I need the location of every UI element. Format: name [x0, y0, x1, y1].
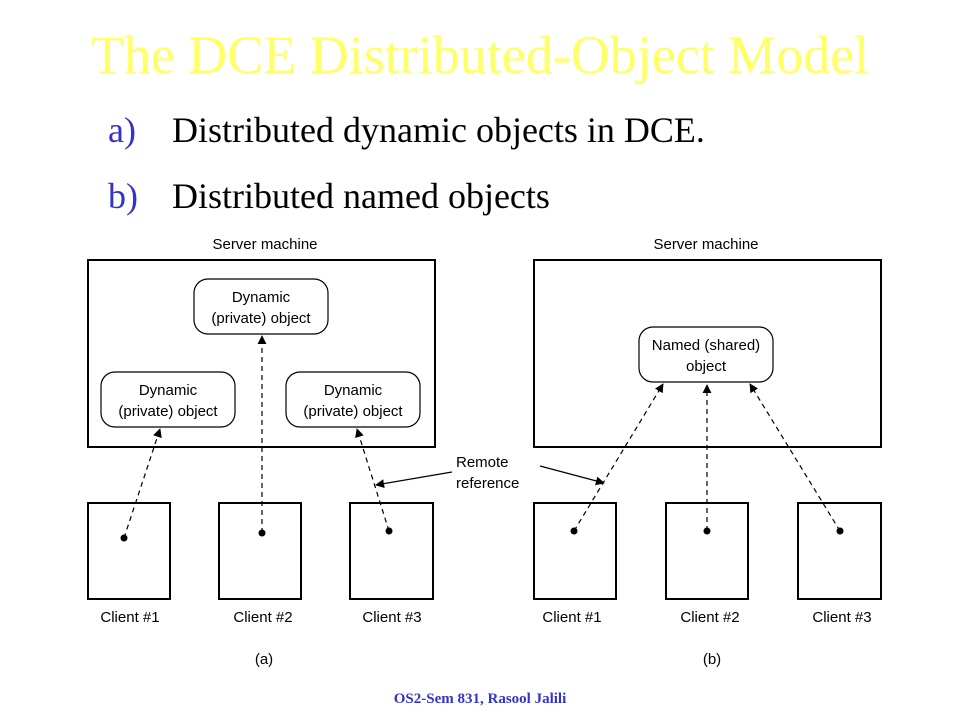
client-label: Client #1 — [542, 609, 601, 626]
client-box-a3 — [349, 502, 434, 600]
client-label: Client #3 — [362, 609, 421, 626]
client-box-a1 — [87, 502, 171, 600]
object-label-line1: Dynamic — [324, 382, 383, 399]
remote-reference-pointer-left — [375, 471, 453, 489]
remote-reference-label-line1: Remote — [456, 454, 509, 471]
reference-arrow — [749, 383, 841, 532]
dynamic-object-top — [193, 278, 329, 335]
client-label: Client #2 — [680, 609, 739, 626]
client-box-b3 — [797, 502, 882, 600]
object-label-line1: Dynamic — [232, 289, 291, 306]
client-box-b1 — [533, 502, 617, 600]
named-shared-object — [638, 326, 774, 383]
server-label-a: Server machine — [212, 236, 317, 253]
bullet-marker: a) — [108, 110, 136, 150]
remote-reference-label-line2: reference — [456, 475, 519, 492]
caption-b: (b) — [703, 651, 721, 668]
client-label: Client #2 — [233, 609, 292, 626]
bullet-marker: b) — [108, 176, 138, 216]
reference-arrow — [123, 428, 162, 539]
bullet-text: Distributed dynamic objects in DCE. — [172, 110, 705, 150]
dynamic-object-left — [100, 371, 236, 428]
client-box-a2 — [218, 502, 302, 600]
reference-arrow — [355, 428, 390, 532]
object-label-line2: (private) object — [211, 310, 311, 327]
remote-reference-pointer-right — [539, 465, 605, 486]
object-label-line1: Dynamic — [139, 382, 198, 399]
client-label: Client #1 — [100, 609, 159, 626]
object-label-line1: Named (shared) — [652, 337, 760, 354]
server-label-b: Server machine — [653, 236, 758, 253]
dynamic-object-right — [285, 371, 421, 428]
slide-footer: OS2-Sem 831, Rasool Jalili — [393, 691, 567, 707]
object-label-line2: object — [686, 358, 727, 375]
caption-a: (a) — [255, 651, 273, 668]
object-label-line2: (private) object — [303, 403, 403, 420]
bullet-text: Distributed named objects — [172, 176, 550, 216]
slide-title: The DCE Distributed-Object Model — [90, 25, 870, 85]
reference-arrow — [573, 383, 664, 532]
object-label-line2: (private) object — [118, 403, 218, 420]
client-label: Client #3 — [812, 609, 871, 626]
